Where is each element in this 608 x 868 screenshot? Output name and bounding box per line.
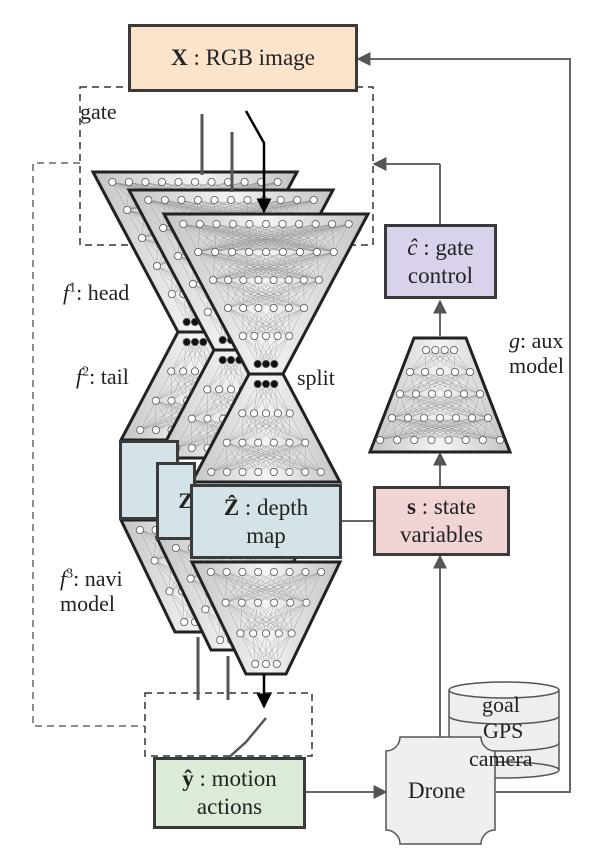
c-hat-symbol: ĉ <box>407 234 418 260</box>
tail-label: f2: tail <box>76 364 129 389</box>
rgb-image-box: X : RGB image <box>128 24 358 92</box>
gate-control-text1: : gate <box>417 234 474 260</box>
depth-text1: : depth <box>239 494 309 520</box>
gate-control-text2: control <box>407 262 474 288</box>
gate-switch-bottom <box>225 717 267 761</box>
aux-model-shape <box>367 336 513 454</box>
navi-f: f <box>60 566 67 591</box>
aux-text2: model <box>509 353 564 379</box>
x-text: : RGB image <box>187 45 315 71</box>
head-sup: 1 <box>69 280 77 296</box>
network-front-tail <box>189 372 343 484</box>
depth-map-box: Ẑ : depth map <box>190 484 342 559</box>
head-text: : head <box>76 280 130 305</box>
navi-sup: 3 <box>66 566 74 582</box>
aux-g: g <box>509 328 520 353</box>
drone-shape <box>385 736 496 845</box>
navi-text1: : navi <box>73 566 123 591</box>
navi-label: f3: navi model <box>60 566 123 617</box>
tail-f: f <box>76 364 83 389</box>
s-symbol: s <box>407 494 416 520</box>
back-z-box-2: Z <box>156 462 196 540</box>
head-f: f <box>63 280 70 305</box>
x-symbol: X <box>171 45 188 71</box>
back-z-label-2: Z <box>178 487 193 513</box>
gate-label: gate <box>80 99 117 124</box>
sensor-goal: goal <box>482 692 520 717</box>
tail-text: : tail <box>89 364 129 389</box>
state-text1: : state <box>415 494 476 520</box>
gate-region-bottom <box>144 692 313 757</box>
aux-text1: : aux <box>520 328 564 353</box>
motion-text1: : motion <box>193 766 277 792</box>
z-hat-symbol: Ẑ <box>223 494 240 520</box>
state-text2: variables <box>399 522 483 547</box>
gate-switch-top <box>244 110 272 214</box>
drone-to-image <box>356 52 571 793</box>
sensor-gps: GPS <box>483 718 524 743</box>
gate-link-dashed <box>32 162 145 727</box>
motion-actions-box: ŷ : motion actions <box>153 757 306 829</box>
tail-sup: 2 <box>82 364 90 380</box>
gate-control-box: ĉ : gate control <box>384 224 497 299</box>
network-front-navi <box>189 560 343 676</box>
head-label: f1: head <box>63 280 129 305</box>
state-variables-box: s : state variables <box>373 486 510 556</box>
network-front-head <box>161 212 371 376</box>
sensor-camera: camera <box>469 746 533 771</box>
y-hat-symbol: ŷ <box>182 766 194 792</box>
depth-text2: map <box>246 522 286 548</box>
drone-label: Drone <box>408 778 466 803</box>
navi-text2: model <box>60 591 115 617</box>
motion-text2: actions <box>196 794 263 819</box>
split-label: split <box>297 365 335 390</box>
network-front <box>161 212 371 676</box>
aux-label: g: aux model <box>505 328 564 379</box>
